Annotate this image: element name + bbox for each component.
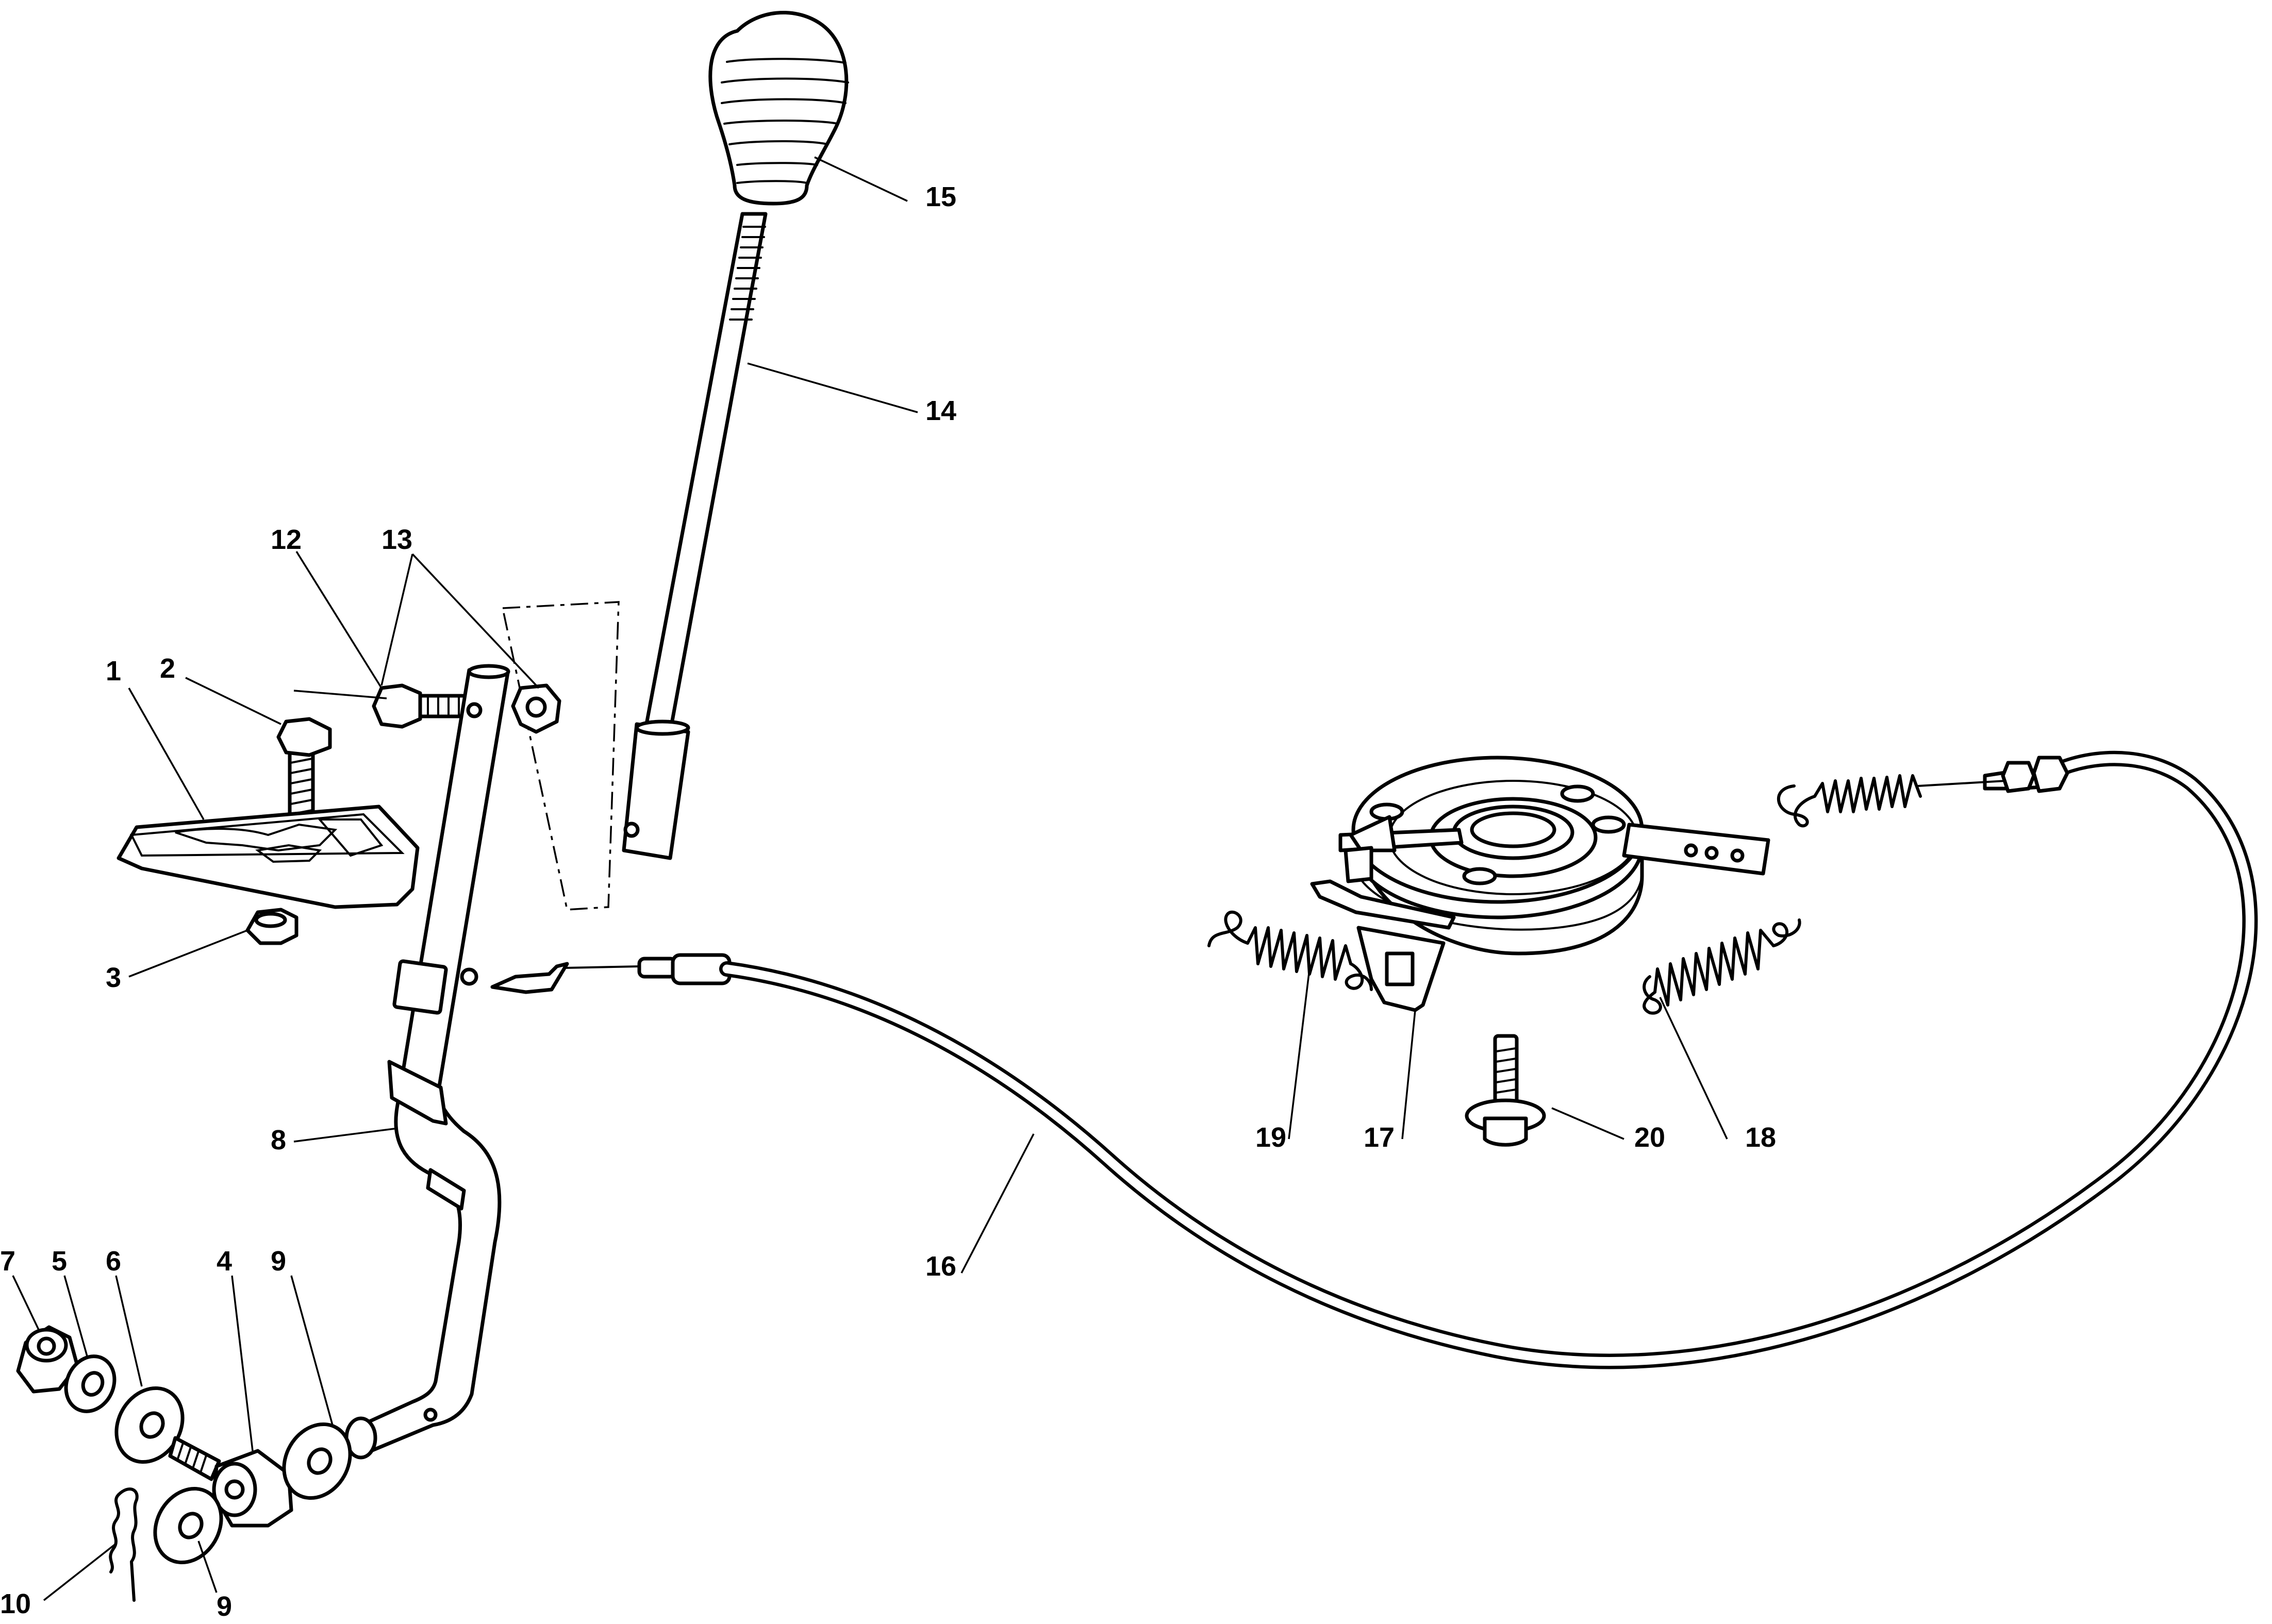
callout-8: 8 <box>271 1125 286 1156</box>
part-13-nut <box>511 683 561 734</box>
callout-19: 19 <box>1255 1122 1286 1153</box>
callout-2: 2 <box>160 653 175 684</box>
leader-lines <box>12 156 1728 1601</box>
callout-15: 15 <box>925 181 956 212</box>
part-20-bolt <box>1465 1034 1546 1147</box>
part-15-knob <box>708 10 849 206</box>
callout-18: 18 <box>1745 1122 1776 1153</box>
part-8-pedal-lever <box>344 664 510 1460</box>
part-1-pedal-plate <box>117 805 420 909</box>
part-10-hairpin <box>109 1487 139 1602</box>
part-19-spring <box>1207 910 1373 991</box>
part-18-spring <box>1643 918 1801 1015</box>
part-4-bushing <box>168 1436 293 1528</box>
part-5-washer <box>64 1354 117 1413</box>
callout-17: 17 <box>1364 1122 1395 1153</box>
part-16-cable <box>719 750 2258 1369</box>
part-3-nut <box>245 908 298 945</box>
callout-6: 6 <box>106 1246 121 1277</box>
callout-13: 13 <box>382 524 412 555</box>
callout-4: 4 <box>217 1246 232 1277</box>
callout-1: 1 <box>106 656 121 687</box>
callout-20: 20 <box>1634 1122 1665 1153</box>
callout-10: 10 <box>0 1588 31 1619</box>
part-6-washer <box>114 1386 185 1464</box>
cable-end-clutch <box>1777 756 2069 828</box>
callout-12: 12 <box>271 524 302 555</box>
callout-14: 14 <box>925 395 956 426</box>
callout-3: 3 <box>106 962 121 993</box>
callout-5: 5 <box>52 1246 67 1277</box>
part-9-washer-lower <box>153 1486 223 1565</box>
part-7-nut <box>16 1325 79 1394</box>
callout-labels: 1 2 3 4 5 6 7 8 9 9 10 12 13 14 15 16 17… <box>0 181 1776 1622</box>
callout-9-lower: 9 <box>217 1591 232 1622</box>
callout-9-upper: 9 <box>271 1246 286 1277</box>
part-14-lever-rod <box>622 212 768 860</box>
part-17-clutch <box>1310 756 1770 1012</box>
part-2-bolt <box>276 717 332 822</box>
assembly-line <box>502 601 620 911</box>
callout-16: 16 <box>925 1251 956 1282</box>
cable-end-lever <box>490 953 732 994</box>
part-9-washer-upper <box>282 1422 352 1500</box>
callout-7: 7 <box>0 1246 15 1277</box>
